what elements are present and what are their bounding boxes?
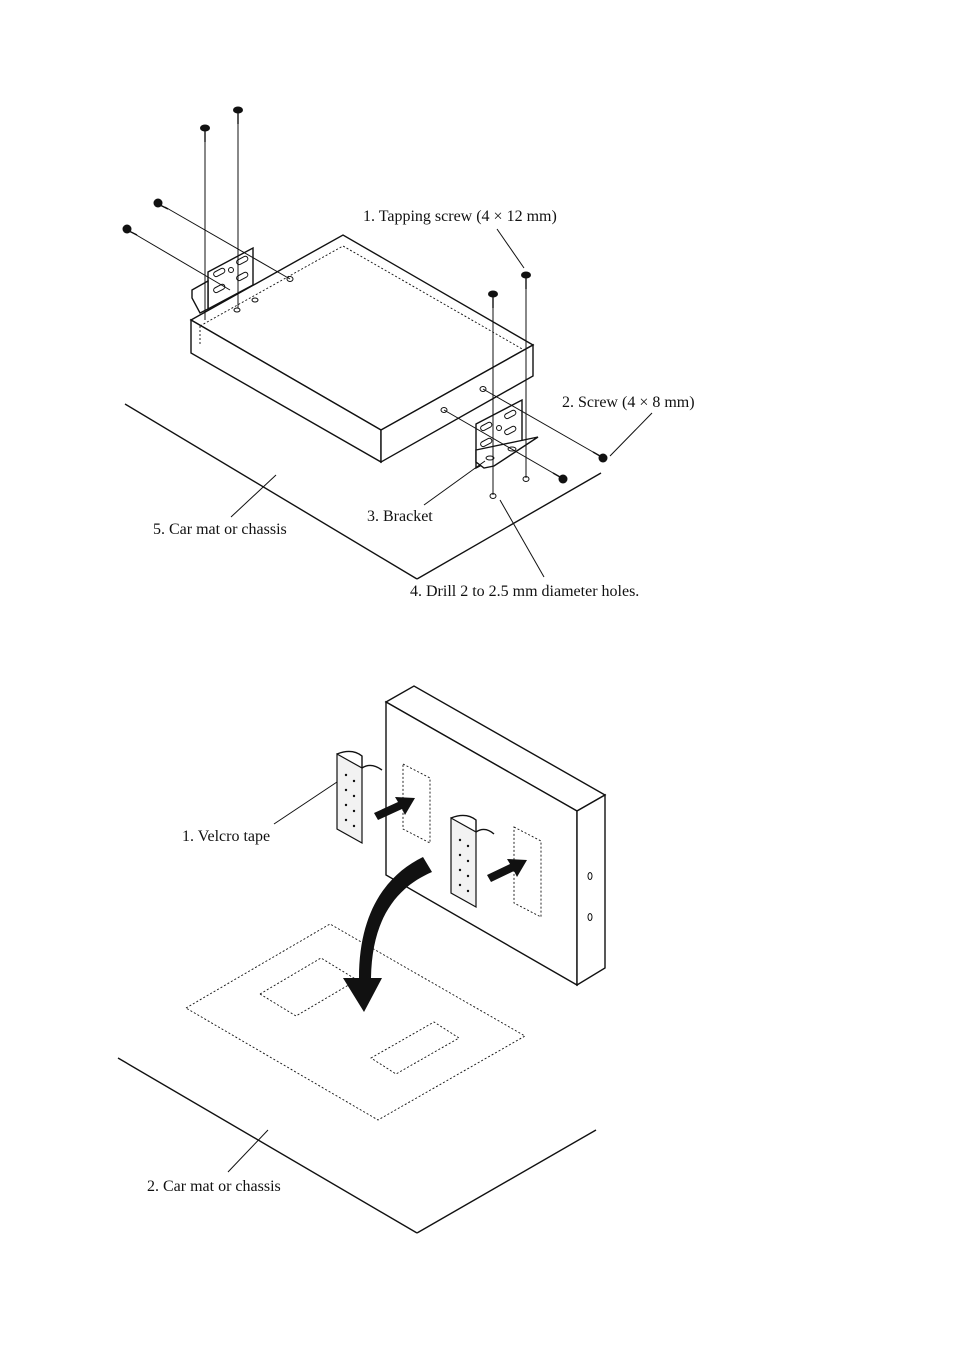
label-tapping-screw: 1. Tapping screw (4 × 12 mm) (363, 208, 557, 225)
screw-icon (154, 199, 169, 210)
screw-icon (123, 225, 138, 236)
screw-icon (488, 291, 498, 309)
screw-icon (553, 473, 568, 484)
velcro-tape-left (337, 751, 382, 843)
label-car-mat: 2. Car mat or chassis (147, 1178, 281, 1195)
figure-bracket-mounting: 1. Tapping screw (4 × 12 mm) 2. Screw (4… (123, 107, 695, 601)
label-velcro-tape: 1. Velcro tape (182, 828, 270, 845)
mounting-footprint (186, 924, 525, 1120)
figure-velcro-mounting: 1. Velcro tape 2. Car mat or chassis (118, 686, 605, 1233)
label-bracket: 3. Bracket (367, 508, 433, 525)
label-drill-holes: 4. Drill 2 to 2.5 mm diameter holes. (410, 583, 639, 600)
screw-icon (593, 452, 608, 463)
unit-upright (386, 686, 605, 985)
screw-icon (521, 272, 531, 290)
label-car-mat: 5. Car mat or chassis (153, 521, 287, 538)
label-screw: 2. Screw (4 × 8 mm) (562, 394, 695, 411)
screw-icon (200, 125, 210, 143)
screw-icon (233, 107, 243, 125)
car-mat-surface (118, 1058, 596, 1233)
